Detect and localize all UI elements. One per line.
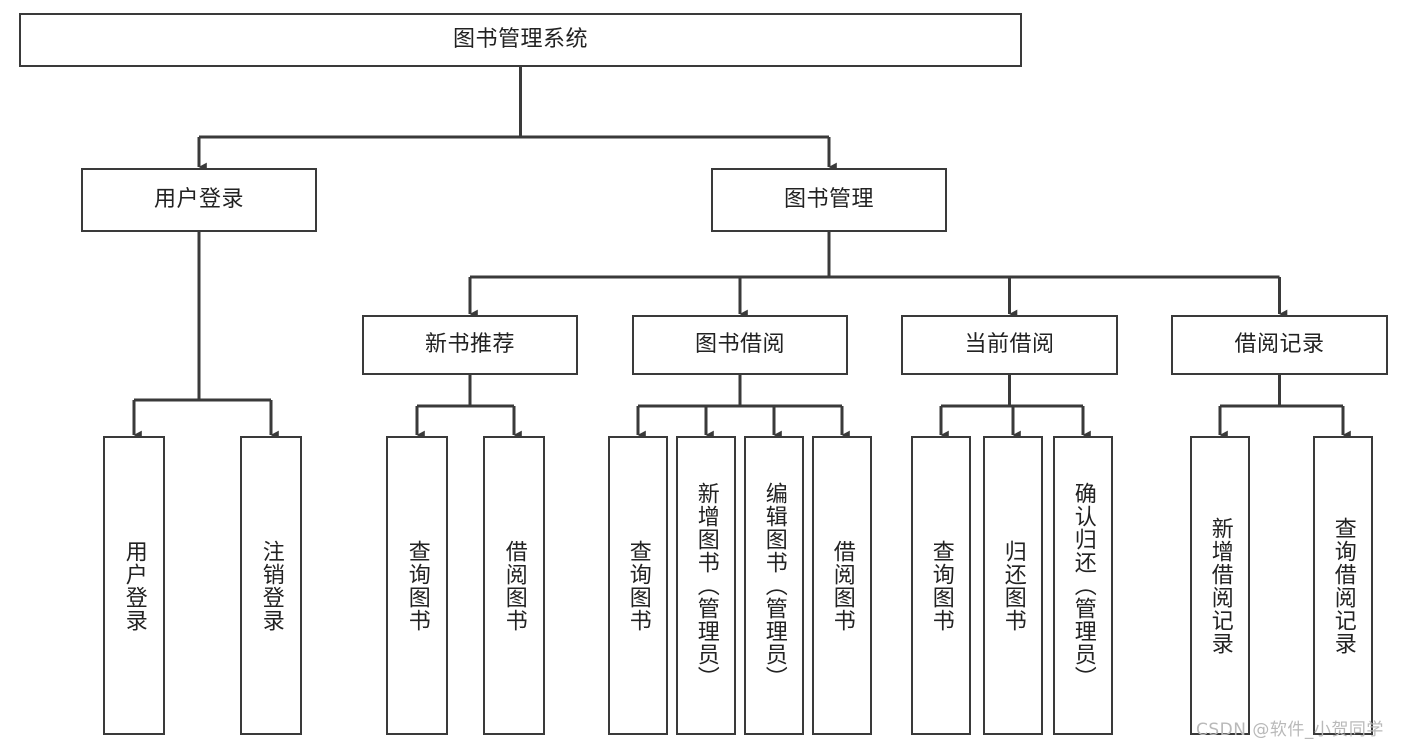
node-label-book-manage: 图书管理 bbox=[783, 186, 874, 212]
node-book-manage[interactable]: 图书管理 bbox=[711, 168, 947, 232]
node-leaf-confirm-return[interactable]: 确认归还（管理员） bbox=[1053, 436, 1113, 735]
node-leaf-edit-book[interactable]: 编辑图书（管理员） bbox=[744, 436, 804, 735]
node-book-borrow[interactable]: 图书借阅 bbox=[632, 315, 848, 375]
node-root[interactable]: 图书管理系统 bbox=[19, 13, 1022, 67]
node-leaf-add-record[interactable]: 新增借阅记录 bbox=[1190, 436, 1250, 735]
node-leaf-borrow-book-rec[interactable]: 借阅图书 bbox=[483, 436, 545, 735]
node-label-leaf-return-book: 归还图书 bbox=[1000, 539, 1026, 632]
node-label-leaf-add-record: 新增借阅记录 bbox=[1207, 516, 1233, 655]
node-label-new-book-rec: 新书推荐 bbox=[424, 331, 515, 357]
node-label-leaf-borrow-book-rec: 借阅图书 bbox=[501, 539, 527, 632]
node-label-root: 图书管理系统 bbox=[452, 26, 588, 52]
node-label-user-login: 用户登录 bbox=[153, 186, 244, 212]
node-label-leaf-confirm-return: 确认归还（管理员） bbox=[1070, 482, 1096, 689]
node-leaf-user-logout[interactable]: 注销登录 bbox=[240, 436, 302, 735]
node-leaf-add-book[interactable]: 新增图书（管理员） bbox=[676, 436, 736, 735]
node-label-leaf-query-book-current: 查询图书 bbox=[928, 539, 954, 632]
node-label-leaf-borrow-book: 借阅图书 bbox=[829, 539, 855, 632]
node-new-book-rec[interactable]: 新书推荐 bbox=[362, 315, 578, 375]
node-label-leaf-query-book-rec: 查询图书 bbox=[404, 539, 430, 632]
node-leaf-query-record[interactable]: 查询借阅记录 bbox=[1313, 436, 1373, 735]
node-user-login[interactable]: 用户登录 bbox=[81, 168, 317, 232]
node-label-leaf-query-record: 查询借阅记录 bbox=[1330, 516, 1356, 655]
node-label-book-borrow: 图书借阅 bbox=[694, 331, 785, 357]
node-label-leaf-query-book-borrow: 查询图书 bbox=[625, 539, 651, 632]
node-label-leaf-user-login: 用户登录 bbox=[121, 539, 147, 632]
node-borrow-record[interactable]: 借阅记录 bbox=[1171, 315, 1388, 375]
node-leaf-user-login[interactable]: 用户登录 bbox=[103, 436, 165, 735]
node-label-leaf-user-logout: 注销登录 bbox=[258, 539, 284, 632]
tree-connectors bbox=[132, 67, 1351, 440]
node-leaf-borrow-book[interactable]: 借阅图书 bbox=[812, 436, 872, 735]
node-current-borrow[interactable]: 当前借阅 bbox=[901, 315, 1118, 375]
node-label-current-borrow: 当前借阅 bbox=[964, 331, 1055, 357]
node-leaf-query-book-borrow[interactable]: 查询图书 bbox=[608, 436, 668, 735]
node-label-leaf-edit-book: 编辑图书（管理员） bbox=[761, 482, 787, 689]
node-label-leaf-add-book: 新增图书（管理员） bbox=[693, 482, 719, 689]
node-label-borrow-record: 借阅记录 bbox=[1234, 331, 1325, 357]
node-leaf-return-book[interactable]: 归还图书 bbox=[983, 436, 1043, 735]
node-leaf-query-book-current[interactable]: 查询图书 bbox=[911, 436, 971, 735]
node-leaf-query-book-rec[interactable]: 查询图书 bbox=[386, 436, 448, 735]
